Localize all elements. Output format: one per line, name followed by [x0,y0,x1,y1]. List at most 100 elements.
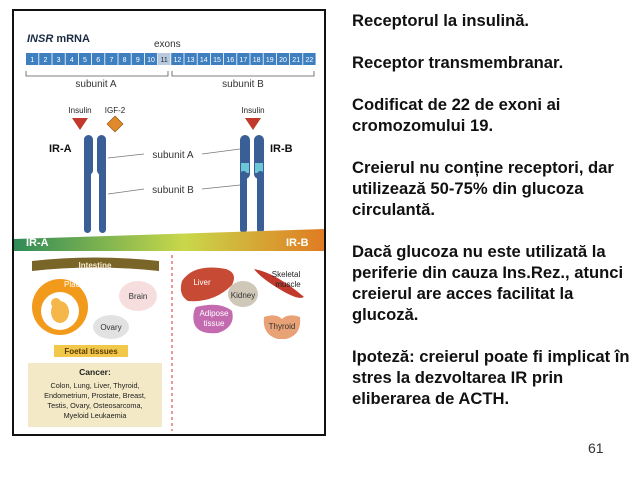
skeletal-muscle-label-1: Skeletal [272,270,301,279]
ira-receptor-icon [84,135,106,233]
exon-number: 16 [226,57,234,64]
exon-box [224,53,237,65]
exon-number: 8 [123,57,127,64]
insulin-triangle-right-icon [245,118,261,130]
center-subunit-b-label: subunit B [152,185,194,196]
insulin-label-left: Insulin [68,106,91,115]
exon-number: 20 [279,57,287,64]
insulin-label-right: Insulin [241,106,264,115]
exon-box [131,53,144,65]
placenta-label: Placenta [64,280,96,289]
banner-irb-label: IR-B [286,237,309,249]
exon-box [237,53,250,65]
note-hypothesis: Ipoteză: creierul poate fi implicat în s… [352,347,630,408]
note-exons: Codificat de 22 de exoni ai cromozomului… [352,95,561,135]
note-periphery: Dacă glucoza nu este utilizată la perife… [352,242,624,324]
adipose-tissue-icon [193,304,233,334]
exon-box [105,53,118,65]
exon-box [158,53,171,65]
exon-box [65,53,78,65]
adipose-label-2: tissue [204,319,225,328]
brain-icon [119,281,157,311]
note-receptor-insulin: Receptorul la insulină. [352,11,530,30]
liver-icon [180,267,234,302]
exon-box [197,53,210,65]
note-brain-glucose: Creierul nu conține receptori, dar utili… [352,158,614,219]
ira-irb-banner [14,229,324,251]
foetal-tissues-badge [54,345,128,357]
thyroid-label: Thyroid [269,322,296,331]
mrna-title: INSR mRNA [27,33,90,45]
exon-number: 19 [266,57,274,64]
note-transmembrane: Receptor transmembranar. [352,53,564,72]
insulin-triangle-icon [72,118,88,130]
exon-box [52,53,65,65]
cancer-line: Colon, Lung, Liver, Thyroid, [50,381,139,390]
exon-number: 21 [292,57,300,64]
exon-box [39,53,52,65]
cancer-title: Cancer: [79,367,111,377]
igf2-diamond-icon [106,115,124,133]
ovary-label: Ovary [100,323,121,332]
exon-number: 14 [200,57,208,64]
exon-number: 11 [161,57,168,64]
exon-number: 22 [306,57,314,64]
placenta-icon [32,279,88,335]
exon-box [303,53,316,65]
exon-number: 17 [240,57,248,64]
exon-number: 5 [83,57,87,64]
kidney-icon [228,281,258,307]
foetal-tissues-label: Foetal tissues [64,347,118,356]
exon-box [184,53,197,65]
exon-number: 6 [96,57,100,64]
exon-box [210,53,224,65]
exon-number: 15 [213,57,221,64]
banner-ira-label: IR-A [26,237,49,249]
igf2-label: IGF-2 [105,106,126,115]
kidney-label: Kidney [231,291,255,300]
exon-box [250,53,263,65]
subunit-a-label: subunit A [75,79,116,90]
center-subunit-a-label: subunit A [152,150,193,161]
exon-number: 9 [136,57,140,64]
exons-label: exons [154,39,181,50]
exon-number: 12 [174,57,182,64]
ira-label: IR-A [49,143,72,155]
liver-label: Liver [193,278,211,287]
exon-box [276,53,290,65]
page-number: 61 [588,440,604,456]
exon-number: 3 [57,57,61,64]
slide-notes: Receptorul la insulină. Receptor transme… [352,10,636,430]
ovary-icon [93,315,129,339]
exon-box [144,53,158,65]
irb-label: IR-B [270,143,293,155]
exon-number: 4 [70,57,74,64]
exon-number: 18 [253,57,261,64]
cancer-line: Endometrium, Prostate, Breast, [44,391,146,400]
exon-number: 2 [43,57,47,64]
subunit-b-label: subunit B [222,79,264,90]
cancer-box [28,363,162,427]
adipose-label-1: Adipose [200,309,229,318]
exon-number: 7 [109,57,113,64]
skeletal-muscle-label-2: muscle [275,280,301,289]
exon-box [290,53,303,65]
exon-box [92,53,105,65]
exon-number: 10 [147,57,155,64]
skeletal-muscle-icon [254,269,304,298]
intestine-icon [32,257,159,271]
thyroid-icon [263,315,301,339]
subunit-a-bracket [25,71,169,77]
cancer-line: Myeloid Leukaemia [64,411,128,420]
brain-label: Brain [129,292,148,301]
exon-box [263,53,276,65]
subunit-b-bracket [171,71,315,77]
exon-box [26,53,39,65]
intestine-label: Intestine [79,261,112,270]
exon-box [78,53,92,65]
irb-receptor-icon [240,135,264,233]
exon-box [118,53,131,65]
exon-number: 13 [187,57,195,64]
